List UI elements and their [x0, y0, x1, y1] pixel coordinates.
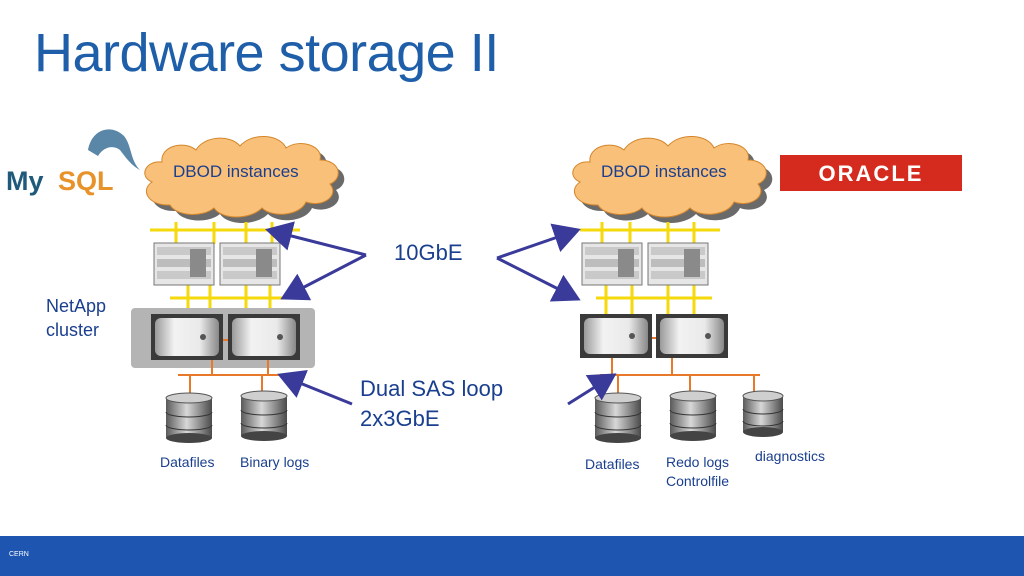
left-disk-binlogs [240, 390, 288, 441]
footer-bar [0, 536, 1024, 576]
svg-text:My: My [6, 166, 44, 196]
right-sas-lines [600, 358, 760, 396]
page-title: Hardware storage II [34, 23, 499, 83]
sas-label-line1: Dual SAS loop [360, 376, 504, 401]
network-label: 10GbE [394, 240, 463, 265]
svg-text:ORACLE: ORACLE [819, 161, 924, 186]
left-cloud-label: DBOD instances [173, 162, 299, 181]
svg-text:SQL: SQL [58, 166, 114, 196]
cern-logo-text: CERN [9, 551, 29, 558]
right-server-2 [647, 242, 709, 286]
right-controlfile-label: Controlfile [666, 473, 730, 489]
right-disk-redologs [669, 390, 717, 441]
footer-separator [0, 530, 1024, 536]
right-redologs-label: Redo logs [666, 454, 730, 470]
right-cloud [572, 136, 773, 223]
right-disk-datafiles [594, 392, 642, 443]
mysql-logo: My SQL [6, 129, 140, 196]
arrows-sas [277, 370, 617, 406]
left-server-2 [219, 242, 281, 286]
right-cloud-label: DBOD instances [601, 162, 727, 181]
oracle-logo: ORACLE [780, 155, 962, 191]
right-network-lines [580, 222, 720, 316]
left-datafiles-label: Datafiles [160, 454, 215, 470]
cluster-label-line1: NetApp [46, 296, 107, 316]
left-cloud [144, 136, 345, 223]
right-diagnostics-label: diagnostics [755, 448, 826, 464]
arrows-10gbe [265, 221, 581, 302]
right-storage-shelves [580, 314, 728, 358]
right-disk-diagnostics [742, 390, 784, 437]
sas-label-line2: 2x3GbE [360, 406, 440, 431]
netapp-cluster [131, 308, 315, 368]
cluster-label-line2: cluster [46, 320, 100, 340]
right-datafiles-label: Datafiles [585, 456, 640, 472]
left-binlogs-label: Binary logs [240, 454, 310, 470]
left-disk-datafiles [165, 392, 213, 443]
right-server-1 [581, 242, 643, 286]
left-server-1 [153, 242, 215, 286]
